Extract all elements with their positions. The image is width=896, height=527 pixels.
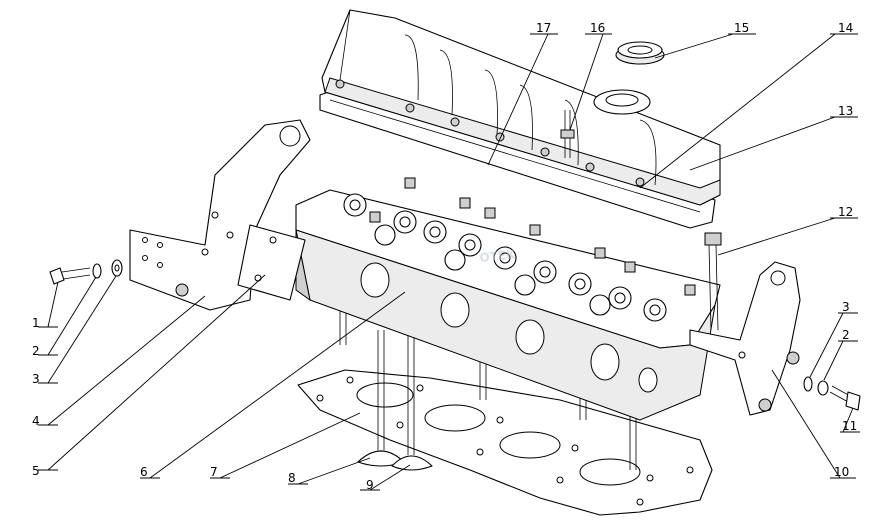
callout-2-right: 2: [842, 328, 850, 342]
callout-13: 13: [838, 104, 853, 118]
washers-right: [803, 376, 829, 396]
lifting-bracket-left: [129, 119, 311, 311]
callout-3-right: 3: [842, 300, 850, 314]
valve-cover-stud: [560, 110, 575, 158]
callout-2-left: 2: [32, 344, 40, 358]
callout-6: 6: [140, 465, 148, 479]
cylinder-head-gasket: [297, 369, 713, 516]
leader-lines: [38, 33, 860, 491]
oil-filler-cap: [615, 41, 665, 65]
callout-17: 17: [536, 21, 551, 35]
callout-11: 11: [842, 419, 857, 433]
plate-gasket: [237, 224, 306, 301]
callout-5: 5: [32, 464, 40, 478]
cylinder-head: [295, 177, 721, 421]
washers-left: [92, 259, 123, 279]
callout-10: 10: [834, 465, 849, 479]
callout-9: 9: [366, 478, 374, 492]
callout-1: 1: [32, 316, 40, 330]
callout-7: 7: [210, 465, 218, 479]
callout-16: 16: [590, 21, 605, 35]
valve-cover: [321, 9, 721, 206]
callout-14: 14: [838, 21, 853, 35]
callout-labels: 1 2 3 4 5 6 7 8 9 10 11 2 3 12 13 14 15 …: [32, 21, 857, 492]
bolt-left: [49, 267, 91, 285]
callout-3-left: 3: [32, 372, 40, 386]
watermark: OTEK: [479, 247, 517, 265]
head-bolt-row: [369, 177, 696, 296]
callout-15: 15: [734, 21, 749, 35]
bolt-right: [829, 385, 861, 411]
callout-4: 4: [32, 414, 40, 428]
valve-spring-row: [343, 193, 667, 322]
callout-12: 12: [838, 205, 853, 219]
head-bolt: [704, 232, 722, 331]
lifting-bracket-right: [689, 261, 801, 416]
callout-8: 8: [288, 471, 296, 485]
